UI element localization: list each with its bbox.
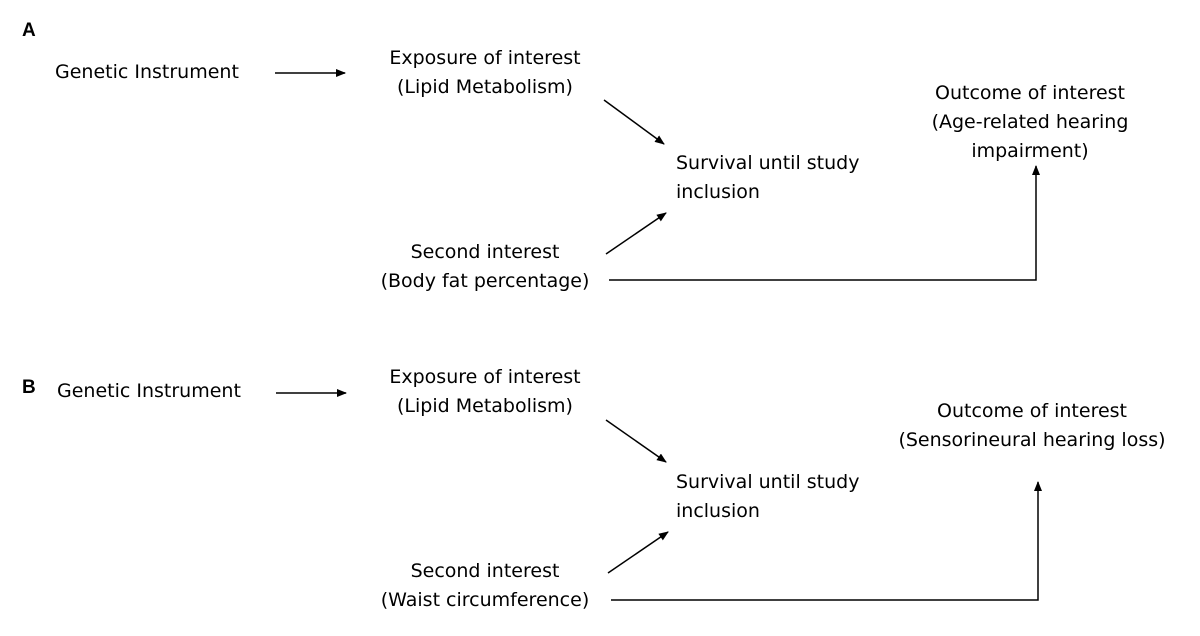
- survival-line2: inclusion: [676, 500, 760, 522]
- arrow-second-to-outcome: [609, 165, 1040, 281]
- arrows-panel-b: [276, 389, 1042, 601]
- genetic-instrument-label: Genetic Instrument: [55, 61, 239, 83]
- arrow-exposure-to-survival: [603, 99, 665, 145]
- second-interest-node: Second interest (Body fat percentage): [355, 238, 615, 296]
- genetic-instrument-label: Genetic Instrument: [57, 380, 241, 402]
- arrow-second-to-survival: [605, 212, 667, 255]
- second-interest-detail: (Waist circumference): [380, 589, 590, 611]
- outcome-title: Outcome of interest: [935, 82, 1125, 104]
- outcome-line2: (Age-related hearing: [931, 111, 1129, 133]
- panel-letter: A: [22, 20, 36, 41]
- panel-a: A Genetic Instrument Exposure of interes…: [0, 0, 1200, 316]
- genetic-instrument-node: Genetic Instrument: [55, 58, 239, 87]
- outcome-node: Outcome of interest (Age-related hearing…: [900, 79, 1160, 166]
- panel-letter: B: [22, 377, 36, 398]
- second-interest-title: Second interest: [410, 241, 560, 263]
- genetic-instrument-node: Genetic Instrument: [57, 377, 241, 406]
- exposure-node: Exposure of interest (Lipid Metabolism): [365, 363, 605, 421]
- exposure-detail: (Lipid Metabolism): [397, 76, 573, 98]
- exposure-node: Exposure of interest (Lipid Metabolism): [365, 44, 605, 102]
- arrow-second-to-survival: [607, 531, 669, 574]
- survival-node: Survival until study inclusion: [676, 468, 859, 526]
- outcome-title: Outcome of interest: [937, 400, 1127, 422]
- second-interest-detail: (Body fat percentage): [380, 270, 590, 292]
- exposure-detail: (Lipid Metabolism): [397, 395, 573, 417]
- outcome-node: Outcome of interest (Sensorineural heari…: [882, 397, 1182, 455]
- outcome-line2: (Sensorineural hearing loss): [898, 429, 1166, 451]
- arrow-exposure-to-survival: [605, 419, 667, 463]
- second-interest-title: Second interest: [410, 560, 560, 582]
- arrow-second-to-outcome: [611, 481, 1042, 601]
- exposure-title: Exposure of interest: [389, 47, 581, 69]
- second-interest-node: Second interest (Waist circumference): [355, 557, 615, 615]
- arrows-panel-a: [275, 69, 1040, 281]
- outcome-line3: impairment): [971, 140, 1089, 162]
- survival-line2: inclusion: [676, 181, 760, 203]
- exposure-title: Exposure of interest: [389, 366, 581, 388]
- survival-node: Survival until study inclusion: [676, 149, 859, 207]
- panel-b: B Genetic Instrument Exposure of interes…: [0, 320, 1200, 636]
- survival-line1: Survival until study: [676, 471, 860, 493]
- survival-line1: Survival until study: [676, 152, 860, 174]
